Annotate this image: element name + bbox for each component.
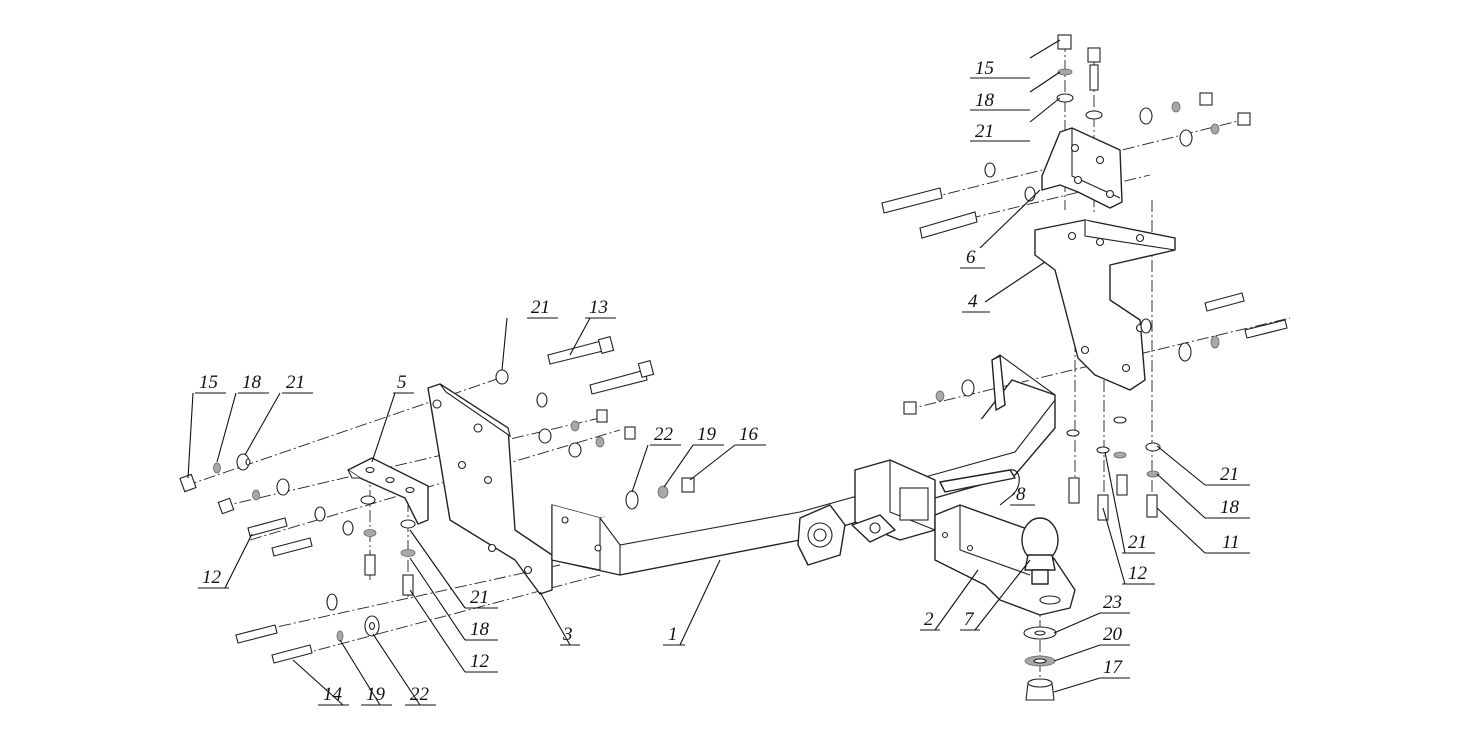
callout-13: 13 <box>585 297 616 319</box>
callout-8: 8 <box>1010 484 1035 506</box>
callout-21-bottom-right: 21 <box>1122 532 1155 554</box>
callout-19-bottom: 19 <box>361 684 392 706</box>
callout-17: 17 <box>1100 657 1130 679</box>
callout-label: 19 <box>366 684 386 705</box>
callout-6: 6 <box>960 247 985 269</box>
callout-label: 17 <box>1103 657 1124 678</box>
callout-label: 6 <box>966 247 976 268</box>
callout-7: 7 <box>960 609 980 631</box>
safety-pin <box>939 469 1020 496</box>
callout-label: 1 <box>668 624 678 645</box>
callout-2: 2 <box>920 609 940 631</box>
callout-labels: 15 18 21 6 4 21 13 15 <box>195 58 1250 706</box>
left-small-bracket <box>347 457 429 525</box>
callout-label: 22 <box>654 424 674 445</box>
callout-label: 21 <box>1220 464 1239 485</box>
callout-label: 3 <box>562 624 573 645</box>
fasteners <box>179 34 1288 701</box>
callout-label: 21 <box>470 587 489 608</box>
callout-4: 4 <box>962 291 990 313</box>
callout-label: 15 <box>199 372 218 393</box>
callout-18-right: 18 <box>1205 497 1250 519</box>
callout-label: 20 <box>1103 624 1123 645</box>
callout-22-bottom: 22 <box>405 684 436 706</box>
callout-21-lower-left: 21 <box>465 587 498 609</box>
callout-15-left: 15 <box>195 372 226 394</box>
callout-label: 23 <box>1103 592 1122 613</box>
callout-19-mid: 19 <box>693 424 724 446</box>
right-side-bracket <box>1034 219 1176 391</box>
callout-21-left: 21 <box>282 372 313 394</box>
callout-label: 12 <box>1128 563 1148 584</box>
callout-18-lower-left: 18 <box>465 619 498 641</box>
callout-21-right: 21 <box>1205 464 1250 486</box>
callout-16: 16 <box>735 424 766 446</box>
callout-15-top: 15 <box>970 58 1030 79</box>
callout-12-right: 12 <box>1122 563 1155 585</box>
callout-3: 3 <box>560 624 580 646</box>
main-cross-beam <box>551 354 1056 576</box>
draw-bar <box>934 504 1076 616</box>
callout-label: 21 <box>531 297 550 318</box>
callout-18-left: 18 <box>238 372 269 394</box>
callout-11: 11 <box>1205 532 1250 554</box>
callout-label: 21 <box>975 121 994 142</box>
callout-label: 15 <box>975 58 994 79</box>
callout-21-top: 21 <box>970 121 1030 142</box>
callout-label: 2 <box>924 609 934 630</box>
callout-18-top: 18 <box>970 90 1030 111</box>
callout-label: 14 <box>323 684 343 705</box>
callout-label: 18 <box>470 619 490 640</box>
callout-label: 21 <box>286 372 305 393</box>
callout-label: 12 <box>202 567 222 588</box>
callout-label: 18 <box>975 90 995 111</box>
callout-label: 19 <box>697 424 717 445</box>
callout-label: 21 <box>1128 532 1147 553</box>
callout-1: 1 <box>663 624 685 646</box>
callout-12-lower-left: 12 <box>465 651 498 673</box>
callout-label: 12 <box>470 651 490 672</box>
callout-label: 16 <box>739 424 759 445</box>
callout-14: 14 <box>318 684 349 706</box>
callout-label: 4 <box>968 291 978 312</box>
callout-label: 8 <box>1016 484 1026 505</box>
left-side-plate <box>427 383 553 595</box>
callout-label: 18 <box>242 372 262 393</box>
callout-20: 20 <box>1100 624 1130 646</box>
callout-label: 22 <box>410 684 430 705</box>
upper-right-bracket <box>1041 127 1123 209</box>
callout-5: 5 <box>393 372 414 394</box>
callout-23: 23 <box>1100 592 1130 614</box>
callout-label: 11 <box>1222 532 1240 553</box>
callout-label: 7 <box>964 609 975 630</box>
callout-21-upper-left: 21 <box>527 297 558 319</box>
callout-22-mid: 22 <box>650 424 681 446</box>
callout-label: 5 <box>397 372 407 393</box>
callout-12-left: 12 <box>198 567 229 589</box>
callout-label: 13 <box>589 297 608 318</box>
callout-leaders <box>187 39 1206 706</box>
callout-label: 18 <box>1220 497 1240 518</box>
